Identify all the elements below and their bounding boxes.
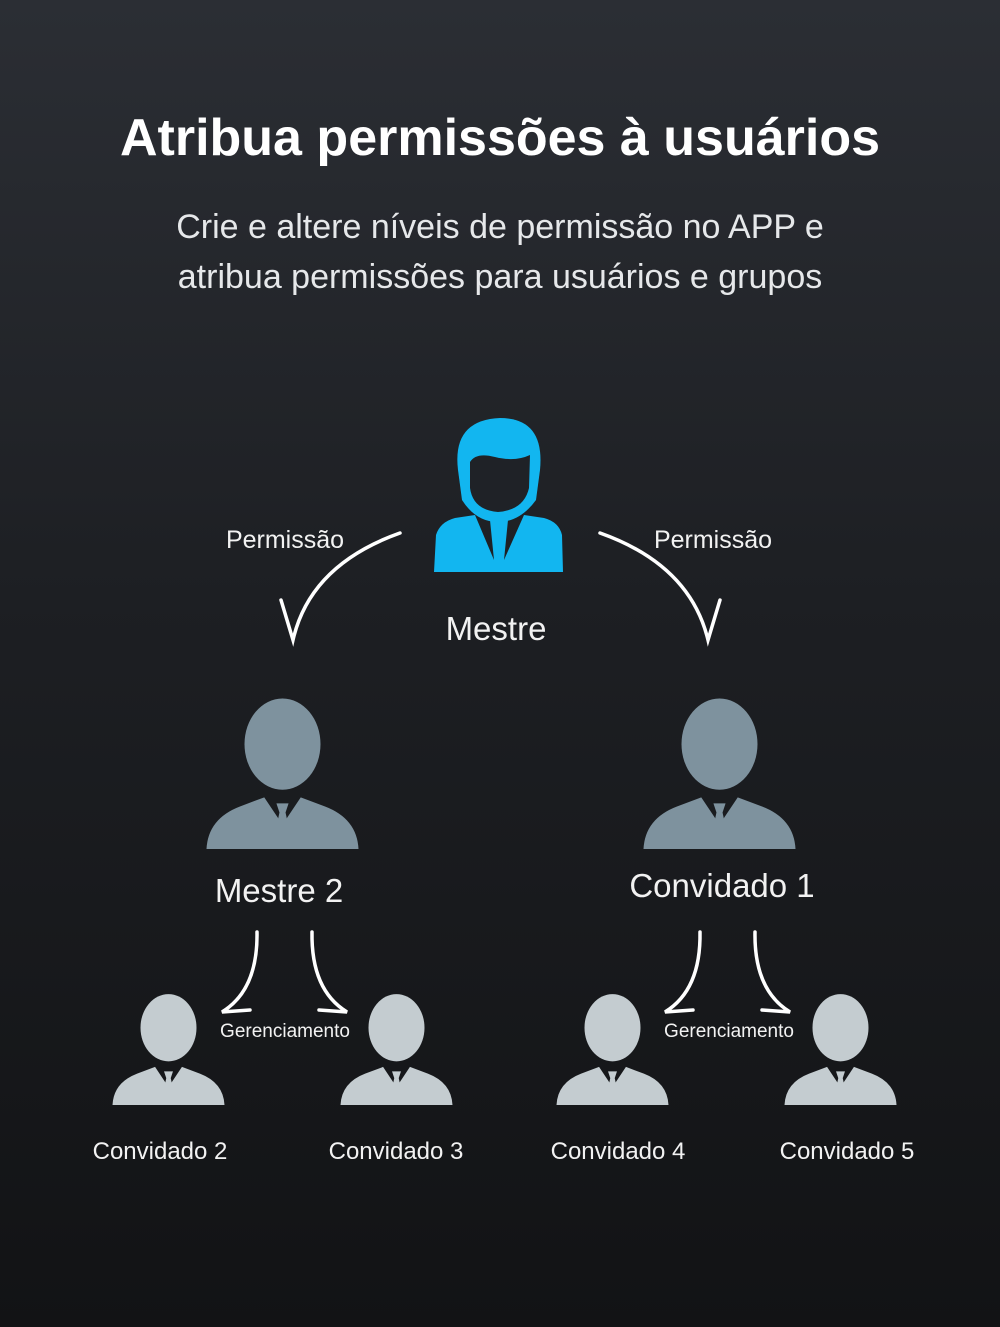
management-label-left: Gerenciamento xyxy=(220,1021,350,1042)
guest2-person-icon xyxy=(112,994,225,1105)
master-person-icon xyxy=(434,418,563,572)
subtitle-line-1: Crie e altere níveis de permissão no APP… xyxy=(176,208,824,246)
node-guest2: Convidado 2 xyxy=(92,1138,228,1165)
node-guest3: Convidado 3 xyxy=(328,1138,464,1165)
node-guest1: Convidado 1 xyxy=(629,867,815,904)
node-master2: Mestre 2 xyxy=(214,872,344,909)
guest1-person-icon xyxy=(643,698,796,849)
arrow-permission-right xyxy=(598,531,722,647)
master2-person-icon xyxy=(206,698,359,849)
arrow-management-right-2 xyxy=(753,930,791,1014)
page-title: Atribua permissões à usuários xyxy=(119,109,881,167)
permission-label-left: Permissão xyxy=(225,526,345,554)
arrow-management-left-1 xyxy=(221,930,259,1014)
subtitle-line-2: atribua permissões para usuários e grupo… xyxy=(177,258,823,296)
node-guest5: Convidado 5 xyxy=(779,1138,915,1165)
node-guest4: Convidado 4 xyxy=(550,1138,686,1165)
guest5-person-icon xyxy=(784,994,897,1105)
guest4-person-icon xyxy=(556,994,669,1105)
arrow-permission-left xyxy=(279,531,402,647)
guest3-person-icon xyxy=(340,994,453,1105)
permission-label-right: Permissão xyxy=(653,526,773,554)
node-master: Mestre xyxy=(445,610,547,647)
management-label-right: Gerenciamento xyxy=(664,1021,794,1042)
arrow-management-right-1 xyxy=(664,930,702,1014)
arrow-management-left-2 xyxy=(310,930,348,1014)
